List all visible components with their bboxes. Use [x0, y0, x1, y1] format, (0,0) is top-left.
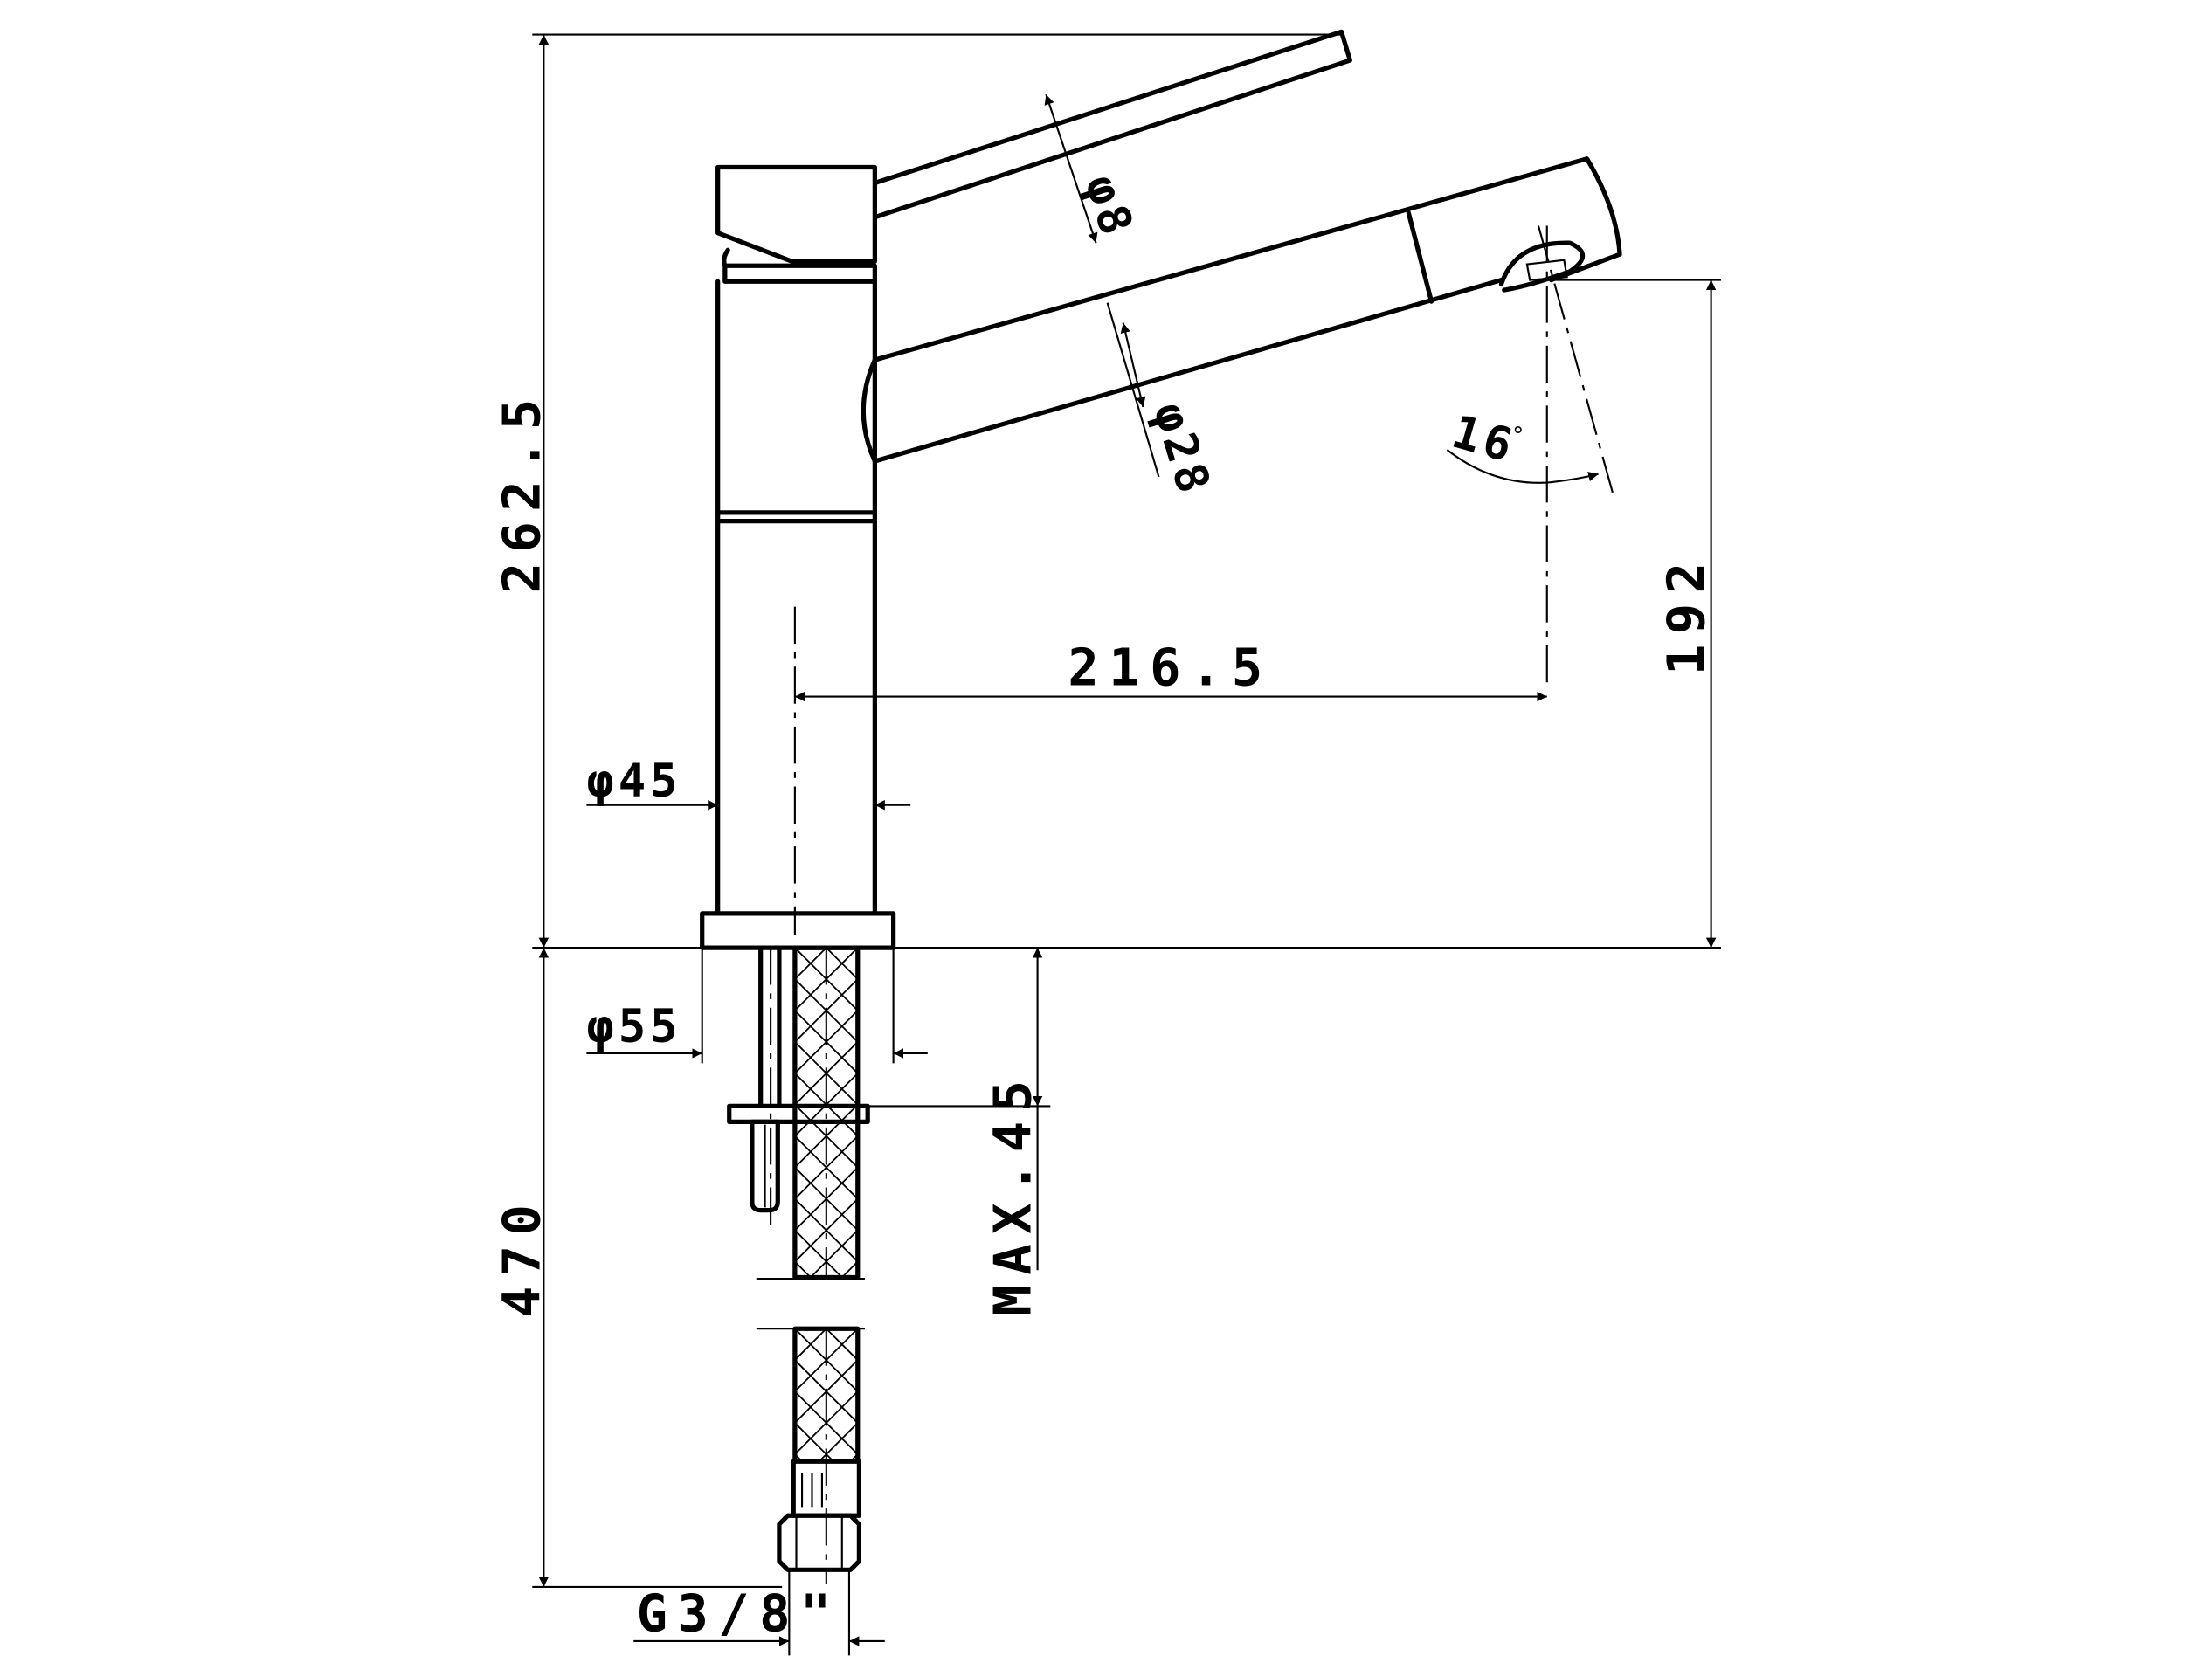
- label-body-diameter: φ45: [586, 755, 681, 808]
- hose-braid-line: [794, 1197, 858, 1263]
- label-spout-diameter: φ28: [1143, 397, 1221, 503]
- hose-braid-line: [794, 1135, 858, 1200]
- dim-spout-diameter-arrow: [1120, 322, 1146, 408]
- aerator: [1498, 240, 1586, 293]
- dim-lever-diameter: [1044, 93, 1098, 244]
- ferrule-grooves: [800, 1473, 823, 1508]
- centerlines: [770, 225, 1614, 1584]
- threaded-stud: [758, 945, 782, 1109]
- label-thread-size: G3/8": [637, 1584, 841, 1644]
- hex-facets: [795, 1515, 843, 1570]
- cartridge-cap: [715, 164, 877, 264]
- label-hose-length: 470: [491, 1195, 551, 1318]
- label-spout-reach: 216.5: [1068, 638, 1272, 698]
- lever-handle: [872, 29, 1352, 220]
- spout-head-joint: [1406, 210, 1434, 304]
- fixing-washer: [727, 1103, 870, 1124]
- label-spout-height: 192: [1656, 553, 1716, 676]
- hose-braid-line: [840, 1260, 858, 1278]
- hose-braid-line: [794, 1260, 812, 1278]
- label-total-height: 262.5: [491, 389, 551, 593]
- cap-neck: [722, 247, 730, 268]
- dimension-lines: [532, 33, 1722, 1656]
- label-base-diameter: φ55: [586, 1000, 681, 1053]
- hex-connector: [777, 1513, 862, 1572]
- hose-braid-line: [794, 1328, 828, 1361]
- label-lever-diameter: φ8: [1074, 169, 1144, 245]
- base-flange: [700, 911, 896, 950]
- dimension-labels: 262.5 φ8 φ28 16 ° 192 216.5 φ45 φ55 MAX.…: [491, 169, 1716, 1644]
- hose-braid-line: [794, 948, 828, 980]
- spout-body-joint: [861, 357, 877, 464]
- label-spout-angle-unit: °: [1511, 423, 1525, 449]
- faucet-outline: [532, 29, 1722, 1572]
- aerator-detail: [1525, 259, 1568, 281]
- spout-tilted-centerline: [1537, 225, 1614, 493]
- hose-braid-line: [825, 1328, 858, 1361]
- spout: [872, 156, 1622, 464]
- label-max-deck-thickness: MAX.45: [982, 1071, 1042, 1316]
- hose-braid-line: [825, 948, 858, 980]
- cap-bottom-ring: [722, 263, 877, 284]
- faucet-body: [715, 279, 877, 916]
- dim-spout-angle-arc: [1446, 449, 1599, 484]
